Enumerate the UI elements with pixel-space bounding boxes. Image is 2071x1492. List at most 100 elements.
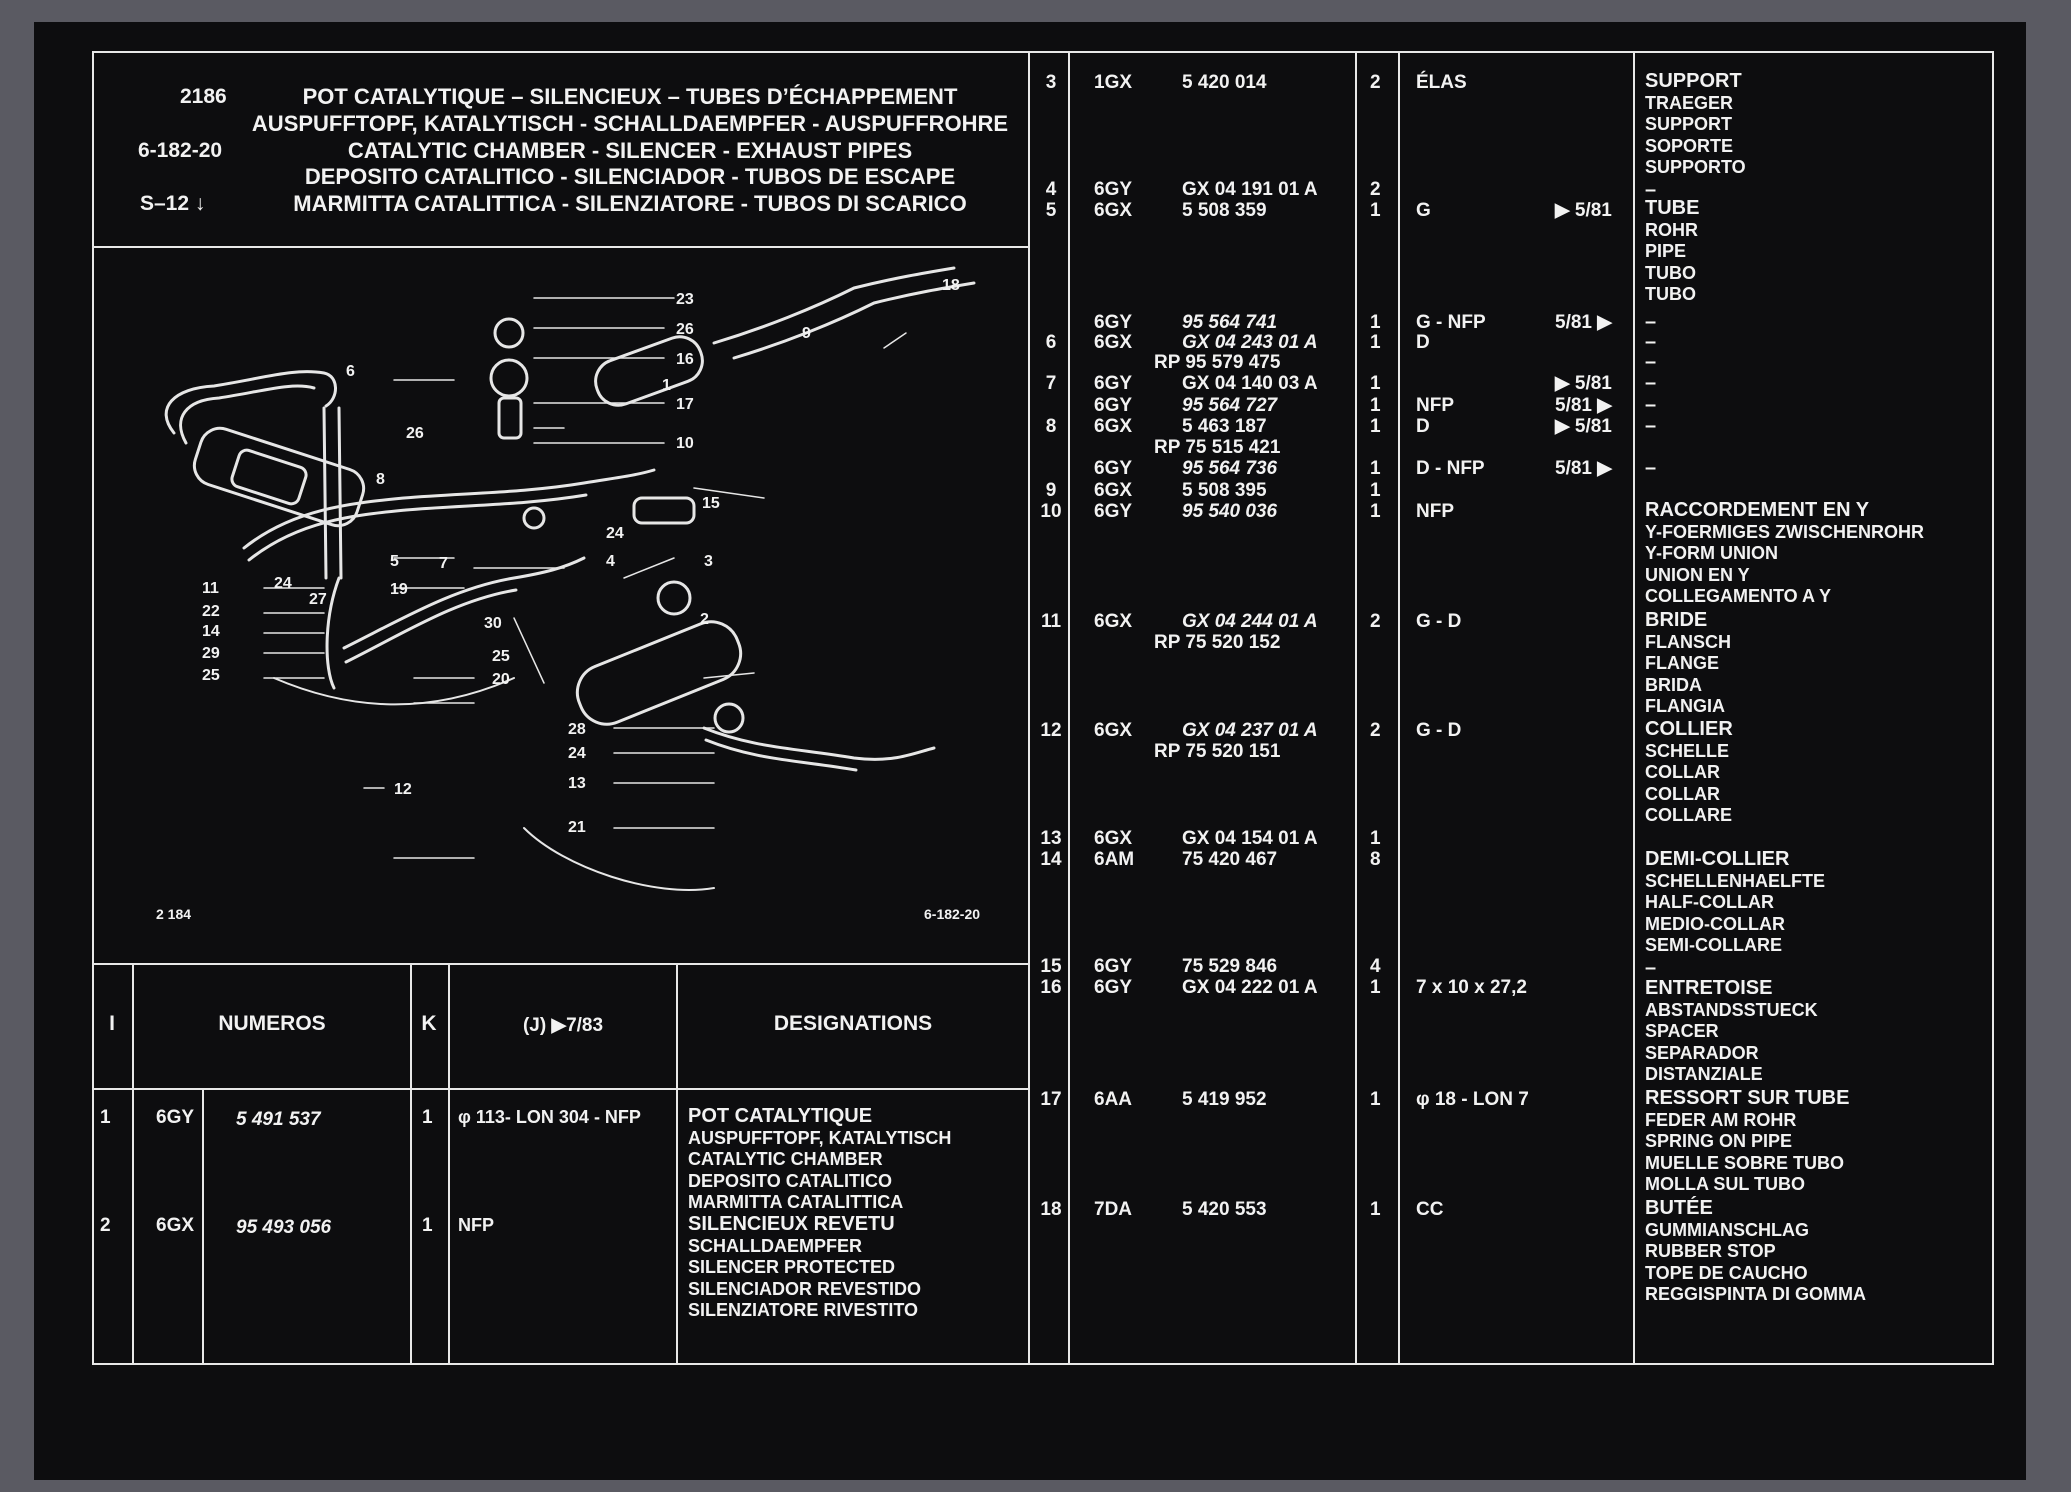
row-spec: φ 18 - LON 7 — [1416, 1089, 1529, 1110]
center-divider — [1028, 51, 1030, 1363]
group-code: 6-182-20 — [138, 139, 223, 162]
col-header-numeros: NUMEROS — [218, 1012, 326, 1035]
left-col-j-divider — [676, 963, 678, 1363]
designation-line: CATALYTIC CHAMBER — [688, 1149, 883, 1170]
row-prefix: 6GX — [1094, 828, 1133, 849]
col-header-i: I — [109, 1012, 115, 1035]
row-index: 17 — [1040, 1089, 1062, 1110]
designation-line: – — [1645, 957, 1657, 979]
svg-text:10: 10 — [676, 435, 694, 452]
designation-block: – — [1645, 394, 1657, 417]
designation-block: – — [1645, 372, 1656, 395]
row-qty: 1 — [1370, 977, 1381, 998]
designation-line: MUELLE SOBRE TUBO — [1645, 1152, 1845, 1173]
row-prefix: 6AM — [1094, 849, 1135, 870]
row-qty: 1 — [1370, 373, 1381, 394]
row-number: GX 04 140 03 A — [1182, 373, 1318, 394]
svg-text:25: 25 — [492, 648, 510, 665]
row-number: RP 75 520 151 — [1154, 741, 1281, 762]
title-fr: POT CATALYTIQUE – SILENCIEUX – TUBES D’É… — [302, 84, 958, 109]
designation-line: BRIDE — [1645, 609, 1708, 631]
svg-text:9: 9 — [802, 325, 811, 342]
svg-text:5: 5 — [390, 553, 399, 570]
designation-line: TUBO — [1645, 262, 1696, 283]
row-spec: G — [1416, 200, 1431, 221]
row-prefix: 6GX — [1094, 720, 1133, 741]
row-prefix: 6GY — [1094, 956, 1133, 977]
svg-text:2: 2 — [700, 611, 709, 628]
designation-line: SILENCER PROTECTED — [688, 1257, 896, 1278]
svg-text:7: 7 — [439, 555, 448, 572]
title-de: AUSPUFFTOPF, KATALYTISCH - SCHALLDAEMPFE… — [251, 111, 1009, 136]
row-index: 15 — [1040, 956, 1062, 977]
svg-text:19: 19 — [390, 581, 408, 598]
designation-line: UNION EN Y — [1645, 564, 1750, 585]
designation-line: SEPARADOR — [1645, 1042, 1759, 1063]
designation-line: TOPE DE CAUCHO — [1645, 1262, 1808, 1283]
designation-line: – — [1645, 351, 1657, 373]
designation-line: SUPPORT — [1645, 70, 1742, 92]
designation-line: COLLAR — [1645, 783, 1720, 804]
row-number: 5 419 952 — [1182, 1089, 1267, 1110]
row-index: 12 — [1040, 720, 1062, 741]
svg-text:24: 24 — [606, 525, 624, 542]
designation-block: – — [1645, 457, 1657, 480]
left-col-prefix-divider — [202, 1088, 204, 1363]
row-number: RP 95 579 475 — [1154, 352, 1281, 373]
row-prefix: 6GX — [1094, 332, 1133, 353]
svg-text:14: 14 — [202, 623, 220, 640]
row-qty: 1 — [1370, 312, 1381, 333]
row-qty: 2 — [1370, 611, 1381, 632]
row-number: 95 493 056 — [236, 1217, 332, 1238]
svg-text:21: 21 — [568, 819, 586, 836]
designation-line: TRAEGER — [1645, 92, 1734, 113]
svg-text:26: 26 — [676, 321, 694, 338]
table-header-top — [92, 963, 1028, 965]
row-date: ▶ 5/81 — [1555, 200, 1612, 221]
designation-line: MARMITTA CATALITTICA — [688, 1192, 904, 1213]
row-qty: 1 — [1370, 200, 1381, 221]
right-col-i-divider — [1068, 51, 1070, 1363]
designation-line: SEMI-COLLARE — [1645, 935, 1782, 956]
svg-text:26: 26 — [406, 425, 424, 442]
row-qty: 1 — [1370, 828, 1381, 849]
designation-line: – — [1645, 394, 1657, 416]
row-index: 8 — [1045, 416, 1057, 437]
designation-line: SPACER — [1645, 1021, 1719, 1042]
parts-plate-frame — [92, 51, 1994, 1365]
row-prefix: 6GX — [156, 1215, 195, 1236]
svg-text:15: 15 — [702, 495, 720, 512]
designation-line: COLLAR — [1645, 762, 1720, 783]
svg-text:18: 18 — [942, 277, 960, 294]
row-prefix: 7DA — [1094, 1199, 1133, 1220]
designation-line: RACCORDEMENT EN Y — [1645, 499, 1870, 521]
row-number: 5 420 014 — [1182, 72, 1267, 93]
designation-line: BUTÉE — [1645, 1197, 1713, 1219]
title-es: DEPOSITO CATALITICO - SILENCIADOR - TUBO… — [304, 164, 956, 189]
designation-line: COLLEGAMENTO A Y — [1645, 586, 1832, 607]
title-en: CATALYTIC CHAMBER - SILENCER - EXHAUST P… — [347, 138, 913, 163]
col-header-j: (J) ▶7/83 — [522, 1015, 604, 1036]
row-index: 9 — [1045, 480, 1057, 501]
row-date: 5/81 ▶ — [1555, 312, 1612, 333]
row-index: 10 — [1040, 501, 1062, 522]
row-spec: G - D — [1416, 720, 1462, 741]
designation-block: – — [1645, 311, 1656, 334]
designation-line: ABSTANDSSTUECK — [1645, 999, 1818, 1020]
row-qty: 1 — [1370, 332, 1381, 353]
designation-line: – — [1645, 457, 1657, 479]
right-col-k-left-divider — [1355, 51, 1357, 1363]
row-qty: 1 — [1370, 395, 1381, 416]
row-qty: 2 — [1370, 179, 1381, 200]
right-col-designation-divider — [1633, 51, 1635, 1363]
row-qty: 8 — [1370, 849, 1381, 870]
svg-text:23: 23 — [676, 291, 694, 308]
svg-text:25: 25 — [202, 667, 220, 684]
row-prefix: 6GY — [1094, 977, 1133, 998]
